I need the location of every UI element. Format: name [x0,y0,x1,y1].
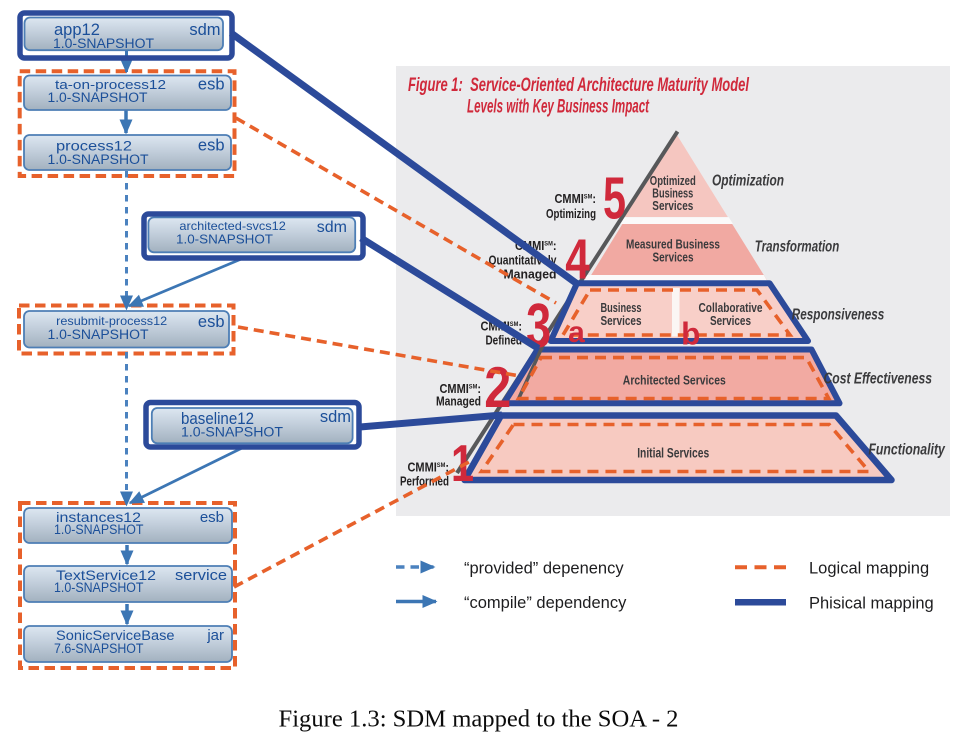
svg-text:architected-svcs12: architected-svcs12 [179,219,286,233]
svg-text:1.0-SNAPSHOT: 1.0-SNAPSHOT [48,327,149,342]
svg-text:Responsiveness: Responsiveness [792,307,885,324]
svg-text:Business: Business [652,186,693,201]
svg-text:Managed: Managed [436,395,481,409]
svg-text:Services: Services [652,198,693,213]
svg-text:Architected Services: Architected Services [623,373,726,388]
svg-text:Optimization: Optimization [712,173,784,190]
svg-text:Logical mapping: Logical mapping [809,560,929,578]
svg-text:esb: esb [198,137,225,155]
svg-text:Cost Effectiveness: Cost Effectiveness [824,371,933,388]
svg-text:7.6-SNAPSHOT: 7.6-SNAPSHOT [54,641,144,656]
svg-text:2: 2 [484,356,511,420]
svg-text:SonicServiceBase: SonicServiceBase [56,628,175,643]
svg-text:Functionality: Functionality [868,442,945,459]
svg-text:Services: Services [653,250,694,265]
svg-text:Services: Services [601,313,642,328]
svg-text:esb: esb [198,313,225,331]
svg-text:Business: Business [601,300,642,315]
svg-text:“compile” dependency: “compile” dependency [464,594,627,612]
svg-text:Figure 1.3: SDM mapped to the: Figure 1.3: SDM mapped to the SOA - 2 [279,706,679,733]
svg-text:service: service [175,568,227,584]
svg-text:3: 3 [526,292,551,361]
svg-text:Initial Services: Initial Services [637,446,709,461]
svg-text:TextService12: TextService12 [56,567,156,583]
svg-text:1.0-SNAPSHOT: 1.0-SNAPSHOT [54,522,144,537]
svg-text:1.0-SNAPSHOT: 1.0-SNAPSHOT [181,425,283,440]
svg-text:Phisical mapping: Phisical mapping [809,595,934,613]
svg-text:Measured Business: Measured Business [626,237,720,252]
svg-text:5: 5 [603,165,626,232]
svg-text:b: b [681,316,700,352]
svg-text:ta-on-process12: ta-on-process12 [55,78,166,92]
svg-text:Transformation: Transformation [755,239,840,256]
svg-text:resubmit-process12: resubmit-process12 [56,314,167,328]
svg-text:instances12: instances12 [56,509,141,525]
svg-text:app12: app12 [54,21,100,39]
svg-text:Figure 1: Service-Oriented Ar: Figure 1: Service-Oriented Architecture … [408,75,749,96]
svg-text:1.0-SNAPSHOT: 1.0-SNAPSHOT [48,152,149,167]
svg-text:sdm: sdm [189,21,220,39]
svg-text:Services: Services [710,313,751,328]
svg-text:esb: esb [200,509,224,526]
svg-text:Levels with Key Business Impac: Levels with Key Business Impact [467,97,649,118]
svg-text:sdm: sdm [317,219,347,236]
svg-text:“provided” depenency: “provided” depenency [464,560,624,578]
svg-text:sdm: sdm [320,408,351,426]
svg-text:Optimizing: Optimizing [546,207,596,221]
svg-text:1.0-SNAPSHOT: 1.0-SNAPSHOT [53,36,154,51]
svg-text:1.0-SNAPSHOT: 1.0-SNAPSHOT [48,90,148,105]
svg-text:Defined: Defined [486,334,523,348]
svg-text:1.0-SNAPSHOT: 1.0-SNAPSHOT [54,580,144,595]
svg-text:Managed: Managed [504,267,557,281]
svg-text:process12: process12 [56,138,132,154]
svg-text:Collaborative: Collaborative [699,300,763,315]
svg-text:Optimized: Optimized [650,173,696,188]
svg-text:1.0-SNAPSHOT: 1.0-SNAPSHOT [176,233,273,247]
svg-text:jar: jar [206,627,224,644]
svg-text:baseline12: baseline12 [181,410,254,428]
svg-text:esb: esb [198,76,225,94]
svg-text:a: a [568,316,585,349]
